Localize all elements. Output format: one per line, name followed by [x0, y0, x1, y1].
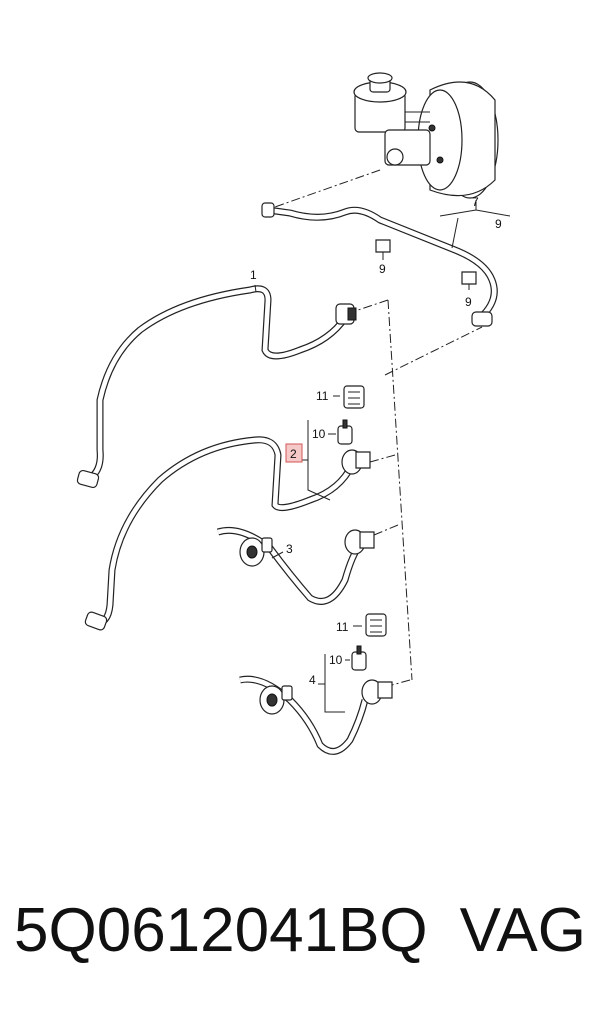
footer: 5Q0612041BQ VAG [0, 895, 600, 985]
callout-10-a: 10 [312, 427, 326, 441]
callout-3: 3 [286, 542, 293, 556]
callout-7: 7 [472, 195, 479, 209]
callout-2: 2 [290, 447, 297, 461]
hose-1 [76, 285, 357, 489]
brake-booster-assembly [353, 72, 499, 199]
hose-2 [84, 436, 371, 631]
callout-10-b: 10 [329, 653, 343, 667]
callout-labels: 1 2 3 4 7 9 9 9 10 10 11 11 [250, 195, 502, 687]
callout-9-c: 9 [465, 295, 472, 309]
dashed-leader-lines [271, 169, 483, 686]
callout-11-b: 11 [336, 620, 349, 634]
check-valve-10 [337, 419, 367, 671]
hose-4 [239, 675, 393, 755]
callout-4: 4 [309, 673, 316, 687]
callout-1: 1 [250, 268, 257, 282]
vacuum-hose-diagram: 1 2 3 4 7 9 9 9 10 10 11 11 [76, 72, 511, 755]
callout-11-a: 11 [316, 389, 329, 403]
brand-label: VAG [459, 896, 586, 965]
sensor-11 [343, 385, 387, 637]
hose-3 [216, 526, 375, 605]
callout-9-a: 9 [495, 217, 502, 231]
part-number: 5Q0612041BQ [14, 896, 428, 965]
clip-9 [375, 239, 477, 290]
hose-7 [261, 202, 498, 327]
callout-9-b: 9 [379, 262, 386, 276]
callout-2-highlight [285, 443, 303, 463]
callout-brackets [254, 200, 511, 713]
